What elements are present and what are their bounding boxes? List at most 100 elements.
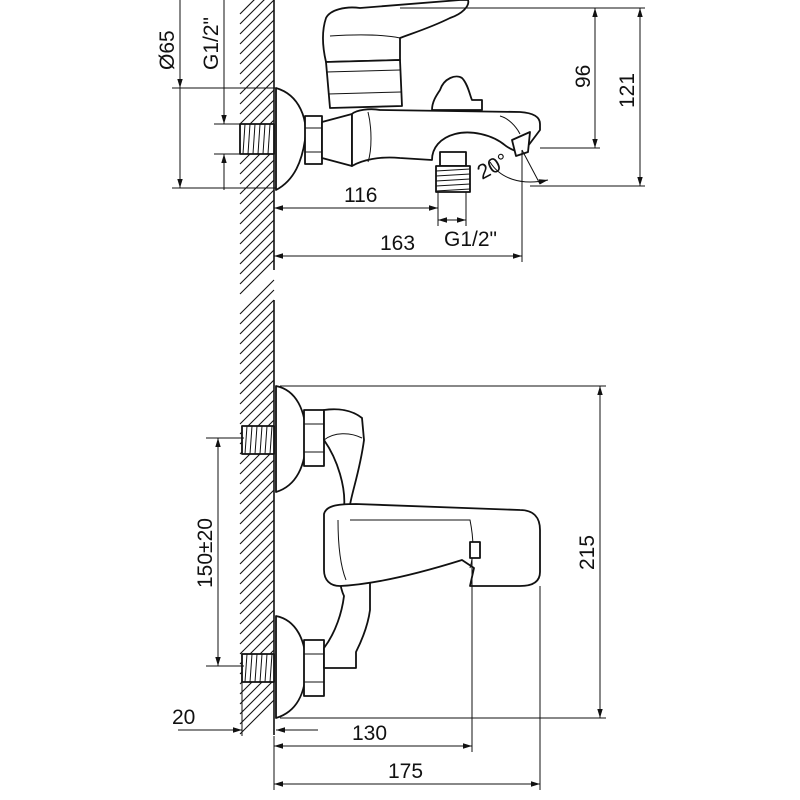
- wall-hatch-line: [239, 319, 275, 355]
- inlet-thread-top: [239, 123, 275, 155]
- thread-line: [269, 425, 273, 455]
- thread-line: [242, 123, 246, 155]
- wall-hatch-line: [239, 89, 275, 125]
- wall-hatch-line: [239, 519, 275, 555]
- wall-hatch-line: [239, 549, 275, 585]
- wall-hatch-line: [239, 329, 275, 365]
- front-view: 150±20 215 20 130 175: [172, 279, 606, 790]
- thread-line: [247, 123, 251, 155]
- dimension-thread-outlet-label: G1/2": [444, 228, 497, 251]
- upper-inlet-thread: [241, 425, 275, 455]
- wall-hatch-line: [239, 489, 275, 525]
- lower-inlet-thread: [241, 653, 275, 683]
- wall-hatch-line: [239, 699, 275, 735]
- wall-hatch-line: [239, 279, 275, 315]
- diverter-pin-front: [469, 541, 481, 559]
- wall-hatch-line: [239, 479, 275, 515]
- wall-hatch-line: [239, 189, 275, 225]
- top-view: Ø65 G1/2" 96 121 20° 116 G1/2" 163: [156, 0, 645, 295]
- wall-hatch-line: [239, 59, 275, 95]
- thread-line: [435, 173, 471, 177]
- thread-line: [254, 653, 258, 683]
- wall-flange-top: [275, 87, 307, 191]
- wall-hatch-line: [239, 599, 275, 635]
- wall-hatch-line: [239, 39, 275, 75]
- dimension-lines-front: [178, 385, 606, 790]
- wall-hatch-line: [239, 559, 275, 595]
- wall-hatch-line: [239, 219, 275, 255]
- thread-line: [244, 653, 248, 683]
- wall-hatch-line: [239, 349, 275, 385]
- dimension-116-label: 116: [344, 184, 377, 207]
- thread-line: [267, 123, 271, 155]
- dimension-angle-label: 20°: [474, 149, 513, 184]
- wall-hatch-line: [239, 539, 275, 575]
- dimension-thread-wall-label: G1/2": [200, 17, 223, 70]
- wall-hatch-line: [239, 469, 275, 505]
- wall-hatch-line: [239, 449, 275, 485]
- dimension-175-label: 175: [388, 760, 423, 783]
- handle-top: [322, 0, 470, 63]
- wall-hatch-line: [239, 529, 275, 565]
- dimension-96-label: 96: [572, 65, 595, 88]
- lower-nut-front: [303, 639, 325, 697]
- wall-hatch-line: [239, 589, 275, 625]
- thread-line: [269, 653, 273, 683]
- wall-hatch-line: [239, 69, 275, 105]
- wall-hatch-line: [239, 29, 275, 65]
- wall-hatch-line: [239, 199, 275, 235]
- wall-hatch-line: [239, 369, 275, 405]
- wall-hatch-line: [239, 0, 265, 25]
- wall-hatch-line: [239, 299, 275, 335]
- dimension-lines-top: [172, 0, 645, 262]
- wall-hatch-line: [239, 569, 275, 605]
- thread-line: [435, 188, 471, 192]
- thread-line: [244, 425, 248, 455]
- wall-hatch-line: [239, 229, 275, 265]
- thread-line: [262, 123, 266, 155]
- upper-nut-front: [303, 409, 325, 467]
- wall-hatch-line: [239, 499, 275, 535]
- thread-line: [435, 183, 471, 187]
- dimension-diameter-label: Ø65: [156, 30, 179, 70]
- wall-hatch-line: [239, 79, 275, 115]
- cartridge-cap-top: [325, 59, 403, 109]
- thread-line: [259, 653, 263, 683]
- thread-line: [435, 168, 471, 172]
- upper-flange-front: [275, 385, 307, 493]
- lower-flange-front: [275, 615, 307, 719]
- diverter-knob-top: [431, 75, 483, 111]
- connector-top: [321, 113, 353, 167]
- dimension-130-label: 130: [352, 722, 387, 745]
- wall-hatch-line: [239, 159, 275, 195]
- dimension-20-label: 20: [172, 706, 195, 729]
- wall-hatch-line: [239, 19, 275, 55]
- wall-hatch-line: [239, 459, 275, 495]
- spout-tip-top: [511, 131, 531, 157]
- wall-hatch-line: [239, 259, 275, 295]
- wall-hatch-line: [239, 379, 275, 415]
- dimension-215-label: 215: [576, 535, 599, 570]
- thread-line: [435, 178, 471, 182]
- wall-hatch-line: [239, 309, 275, 345]
- wall-hatch-line: [239, 209, 275, 245]
- wall-hatch-line: [239, 579, 275, 615]
- thread-line: [257, 123, 261, 155]
- valve-body-top: [351, 108, 541, 167]
- dimension-163-label: 163: [380, 232, 415, 255]
- thread-line: [249, 425, 253, 455]
- thread-line: [249, 653, 253, 683]
- wall-hatch-line: [239, 609, 275, 645]
- outlet-thread-top: [435, 151, 471, 193]
- wall-hatch-line: [239, 179, 275, 215]
- wall-hatch-line: [239, 359, 275, 395]
- wall-hatch-line: [239, 169, 275, 205]
- wall-hatch-line: [239, 339, 275, 375]
- thread-line: [252, 123, 256, 155]
- wall-hatch-line: [239, 389, 275, 425]
- wall-hatch-line: [239, 509, 275, 545]
- wall-hatch-line: [239, 0, 275, 35]
- wall-hatch-line: [239, 49, 275, 85]
- thread-line: [254, 425, 258, 455]
- thread-line: [259, 425, 263, 455]
